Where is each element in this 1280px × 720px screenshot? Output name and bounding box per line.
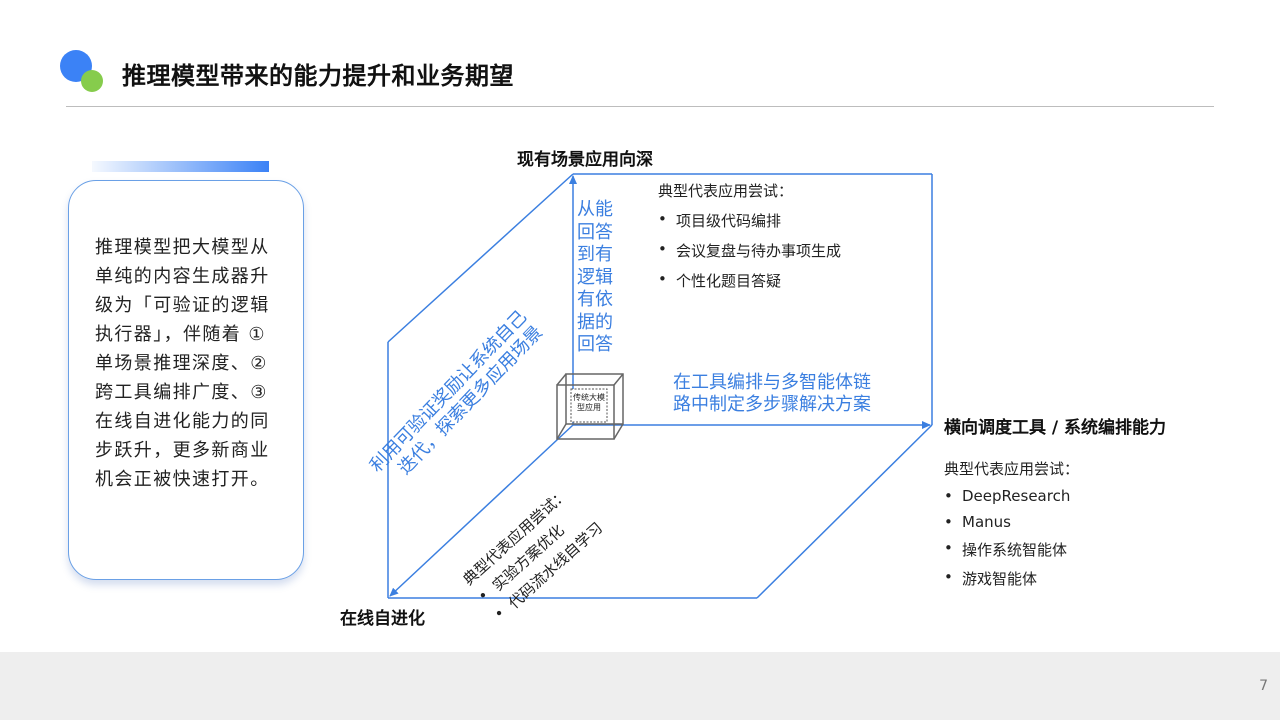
center-cube xyxy=(556,373,624,440)
logo xyxy=(60,50,106,94)
footer-band xyxy=(0,652,1280,720)
list-item: 游戏智能体 xyxy=(944,568,1079,589)
page-number: 7 xyxy=(1259,678,1268,694)
examples-right-heading: 典型代表应用尝试： xyxy=(944,460,1080,478)
title-divider xyxy=(66,106,1214,107)
back-top-left-edge xyxy=(387,173,574,343)
list-item: 项目级代码编排 xyxy=(658,210,841,231)
diagonal-axis-arrow xyxy=(389,424,574,597)
examples-right: 典型代表应用尝试： DeepResearch Manus 操作系统智能体 游戏智… xyxy=(944,458,1079,589)
summary-card: 推理模型把大模型从单纯的内容生成器升级为「可验证的逻辑执行器」，伴随着 ①单场景… xyxy=(68,180,304,580)
examples-top-heading: 典型代表应用尝试： xyxy=(658,182,794,200)
list-item: DeepResearch xyxy=(944,487,1079,505)
horizontal-description-line-1: 在工具编排与多智能体链 xyxy=(673,372,871,393)
list-item: 个性化题目答疑 xyxy=(658,270,841,291)
center-box xyxy=(570,388,608,423)
axis-label-right: 横向调度工具 / 系统编排能力 xyxy=(944,418,1167,438)
cube-back-face xyxy=(565,373,624,425)
summary-text: 推理模型把大模型从单纯的内容生成器升级为「可验证的逻辑执行器」，伴随着 ①单场景… xyxy=(95,237,270,490)
center-box-label: 传统大模型应用 xyxy=(573,393,605,412)
examples-top: 典型代表应用尝试： 项目级代码编排 会议复盘与待办事项生成 个性化题目答疑 xyxy=(658,180,841,291)
page-title: 推理模型带来的能力提升和业务期望 xyxy=(122,62,514,90)
horizontal-description-line-2: 路中制定多步骤解决方案 xyxy=(673,394,871,415)
axis-label-bottom: 在线自进化 xyxy=(340,609,425,629)
cube-front-face xyxy=(556,384,615,440)
list-item: 会议复盘与待办事项生成 xyxy=(658,240,841,261)
back-bottom-right-edge xyxy=(756,424,933,599)
list-item: Manus xyxy=(944,513,1079,531)
horizontal-axis-description: 在工具编排与多智能体链 路中制定多步骤解决方案 xyxy=(673,372,871,416)
vertical-axis-description: 从能回答到有逻辑有依据的回答 xyxy=(577,199,613,355)
logo-green-dot xyxy=(81,70,103,92)
card-accent-bar xyxy=(92,161,269,172)
axis-label-top: 现有场景应用向深 xyxy=(517,150,653,170)
list-item: 操作系统智能体 xyxy=(944,539,1079,560)
